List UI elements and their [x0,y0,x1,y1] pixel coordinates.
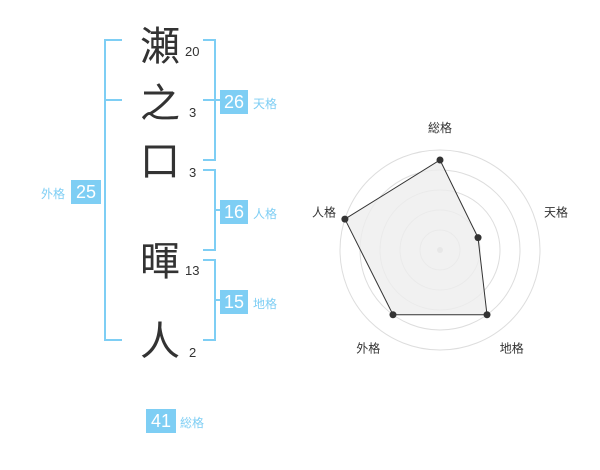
name-char-5: 人 [140,319,180,365]
stroke-count-1: 20 [185,44,199,59]
jinkaku-badge [220,200,248,224]
gaikaku-badge [71,180,101,204]
tenkaku-value: 26 [224,92,244,112]
stroke-count-4: 13 [185,263,199,278]
name-char-2: 之 [140,81,180,127]
radar-axis-label-3: 地格 [500,341,524,356]
radar-axis-label-5: 人格 [312,204,336,219]
gaikaku-bracket [104,39,122,341]
radar-point-1 [436,156,444,164]
radar-point-5 [341,215,349,223]
chikaku-value: 15 [224,292,244,312]
soukaku-badge [146,409,176,433]
stroke-count-5: 2 [189,345,196,360]
radar-axis-label-2: 天格 [544,204,568,219]
gaikaku-label: 外格 [41,186,65,201]
jinkaku-value: 16 [224,202,244,222]
radar-ring-5 [339,149,541,351]
jinkaku-label: 人格 [253,206,277,221]
stroke-count-3: 3 [189,165,196,180]
name-char-1: 瀬 [140,24,180,70]
tenkaku-bracket [203,39,220,161]
stroke-count-2: 3 [189,105,196,120]
radar-series [341,156,491,319]
radar-point-3 [483,311,491,319]
radar-polygon [344,159,488,316]
chikaku-badge [220,290,248,314]
jinkaku-bracket [203,169,220,251]
radar-axis-label-4: 外格 [356,341,380,356]
radar-point-2 [474,234,482,242]
gaikaku-value: 25 [76,182,96,202]
tenkaku-badge [220,90,248,114]
name-char-4: 暉 [140,239,180,285]
radar-axis-label-1: 総格 [428,120,452,135]
radar-point-4 [389,311,397,319]
chikaku-bracket [203,259,220,341]
tenkaku-label: 天格 [253,96,277,111]
chikaku-label: 地格 [253,296,277,311]
soukaku-label: 総格 [180,415,204,430]
name-char-3: 口 [140,139,180,185]
soukaku-value: 41 [151,411,171,431]
